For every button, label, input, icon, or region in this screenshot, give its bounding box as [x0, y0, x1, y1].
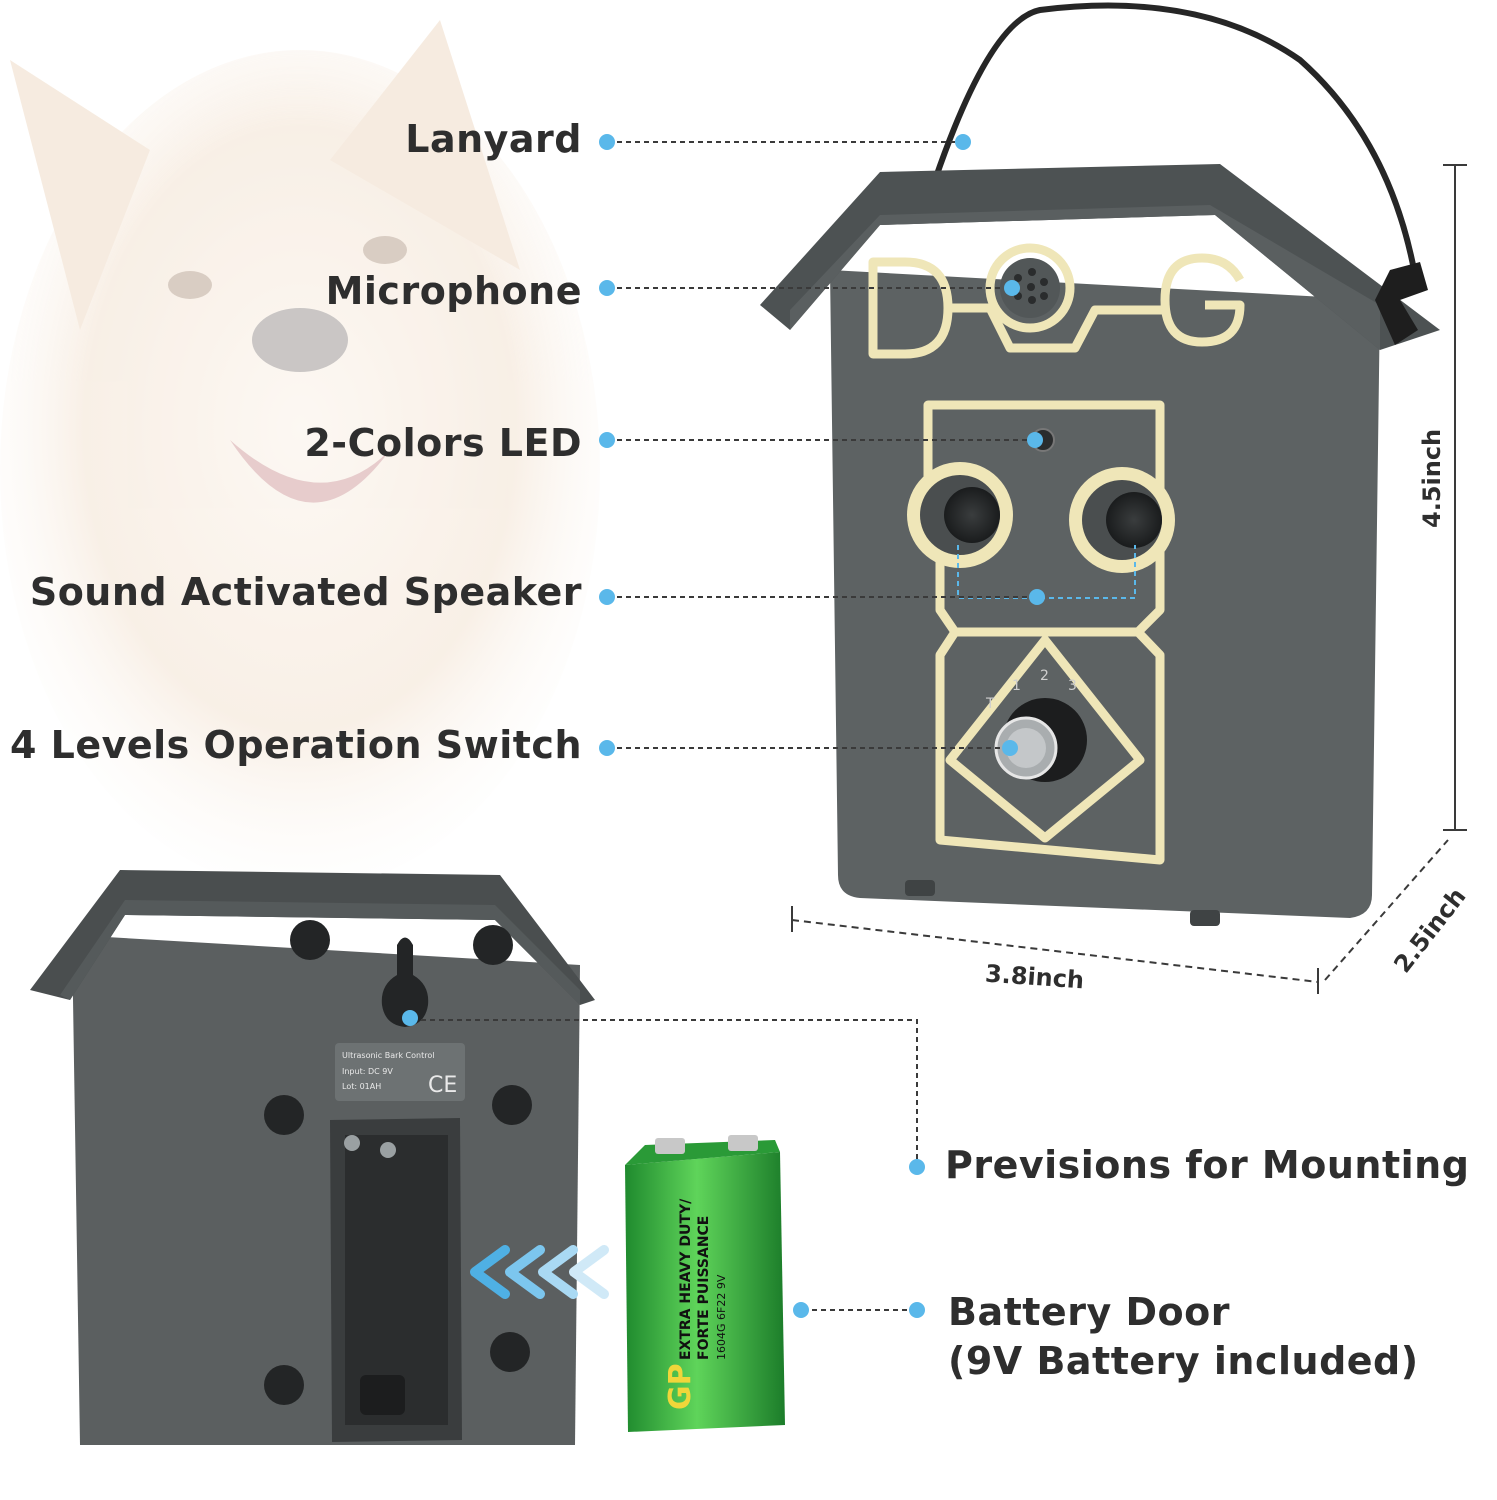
level-knob: T 1 2 3 — [985, 668, 1087, 782]
label-microphone: Microphone — [325, 269, 582, 313]
battery-text-3: 1604G 6F22 9V — [715, 1274, 728, 1360]
insert-arrows — [470, 1245, 609, 1299]
dog-logo — [868, 243, 1245, 359]
dog-background — [0, 20, 600, 890]
lanyard-cord — [932, 2, 1418, 276]
sticker-line-1: Ultrasonic Bark Control — [342, 1051, 434, 1060]
battery-text-1: EXTRA HEAVY DUTY/ — [678, 1198, 694, 1360]
battery-compartment — [330, 1118, 462, 1442]
keyhole-mount — [381, 937, 429, 1027]
callout-leaders — [412, 141, 1037, 1311]
label-mounting: Previsions for Mounting — [945, 1143, 1470, 1187]
knob-level-2: 2 — [1040, 668, 1049, 684]
dimension-width: 3.8inch — [984, 959, 1085, 995]
battery-text-2: FORTE PUISSANCE — [696, 1216, 712, 1360]
front-device: T 1 2 3 — [760, 2, 1440, 926]
speaker-left — [907, 462, 1013, 568]
dimension-height: 4.5inch — [1418, 428, 1446, 528]
knob-level-3: 3 — [1068, 678, 1077, 694]
label-switch: 4 Levels Operation Switch — [9, 723, 582, 767]
label-led: 2-Colors LED — [304, 421, 582, 465]
knob-level-t: T — [985, 696, 995, 712]
callout-dots — [402, 134, 1045, 1318]
label-lanyard: Lanyard — [405, 117, 582, 161]
battery-brand: GP — [663, 1363, 698, 1410]
battery-9v: GP EXTRA HEAVY DUTY/ FORTE PUISSANCE 160… — [625, 1135, 785, 1432]
ce-mark: CE — [428, 1073, 457, 1098]
dimension-lines — [791, 164, 1467, 994]
spec-sticker: Ultrasonic Bark Control Input: DC 9V Lot… — [335, 1043, 465, 1101]
label-speaker: Sound Activated Speaker — [29, 570, 582, 614]
label-battery-line-1: Battery Door — [948, 1290, 1230, 1334]
sticker-line-3: Lot: 01AH — [342, 1082, 381, 1091]
label-battery-line-2: (9V Battery included) — [948, 1339, 1419, 1383]
knob-level-1: 1 — [1012, 678, 1021, 694]
speaker-right — [1069, 467, 1175, 573]
sticker-line-2: Input: DC 9V — [342, 1067, 393, 1076]
back-device: Ultrasonic Bark Control Input: DC 9V Lot… — [30, 870, 609, 1445]
